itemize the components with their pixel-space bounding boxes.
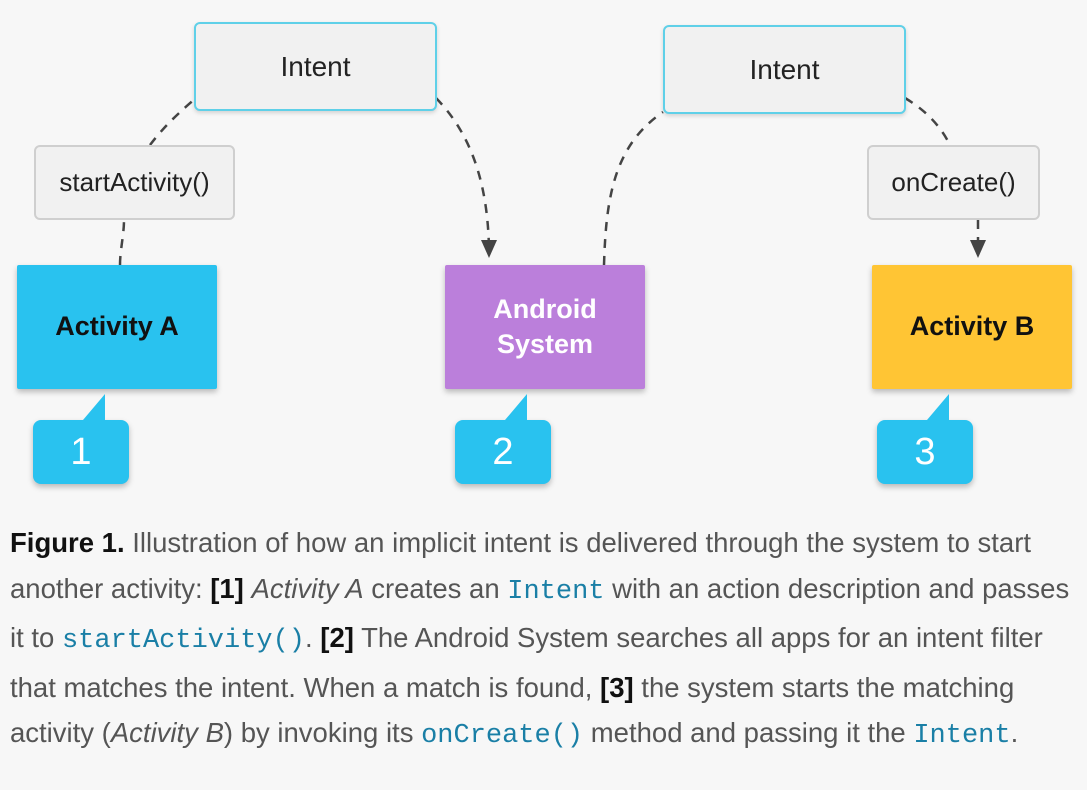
start-activity-box: startActivity() <box>34 145 235 220</box>
connector-start-to-intent <box>149 97 197 146</box>
caption-text: with an action description and passes it… <box>10 572 1070 654</box>
connector-intent-to-oncreate <box>904 96 952 146</box>
step-3-ref: [3] <box>600 671 634 703</box>
figure-label: Figure 1. <box>10 527 125 558</box>
intent-code-ref-2: Intent <box>913 721 1011 751</box>
connector-system-to-intent <box>602 110 664 266</box>
caption-text: ) by invoking its <box>223 717 422 748</box>
step-1-badge: 1 <box>33 394 129 484</box>
intent-flow-diagram: Intent Intent startActivity() onCreate()… <box>17 22 1072 484</box>
arrowhead-system <box>481 240 497 258</box>
caption-intro: Illustration of how an implicit intent i… <box>10 527 1032 604</box>
caption-text: . <box>305 622 321 653</box>
on-create-code-ref: onCreate() <box>421 721 584 751</box>
activity-b-ref: Activity B <box>110 717 224 748</box>
caption-text: method and passing it the <box>583 717 914 748</box>
start-activity-code-ref: startActivity() <box>61 626 306 656</box>
intent-box-right: Intent <box>663 25 906 114</box>
activity-b-box: Activity B <box>872 265 1072 389</box>
caption-text: the system starts the matching activity … <box>10 671 1015 749</box>
connector-activity-a-to-start <box>118 219 126 266</box>
activity-a-ref: Activity A <box>251 572 364 604</box>
intent-code-ref: Intent <box>507 576 605 607</box>
step-1-ref: [1] <box>210 572 244 604</box>
connector-arrows <box>118 96 986 266</box>
on-create-box: onCreate() <box>867 145 1040 220</box>
figure-caption: Figure 1. Illustration of how an implici… <box>10 520 1078 760</box>
activity-a-box: Activity A <box>17 265 217 389</box>
arrowhead-activity-b <box>970 240 986 258</box>
connector-intent-to-system <box>435 97 491 251</box>
step-3-badge: 3 <box>877 394 973 484</box>
step-2-badge: 2 <box>455 394 551 484</box>
caption-text: creates an <box>363 572 508 604</box>
step-2-ref: [2] <box>320 622 354 653</box>
caption-text: The Android System searches all apps for… <box>10 622 1043 703</box>
intent-box-left: Intent <box>194 22 437 111</box>
android-system-box: Android System <box>445 265 645 389</box>
caption-text: . <box>1010 717 1019 748</box>
